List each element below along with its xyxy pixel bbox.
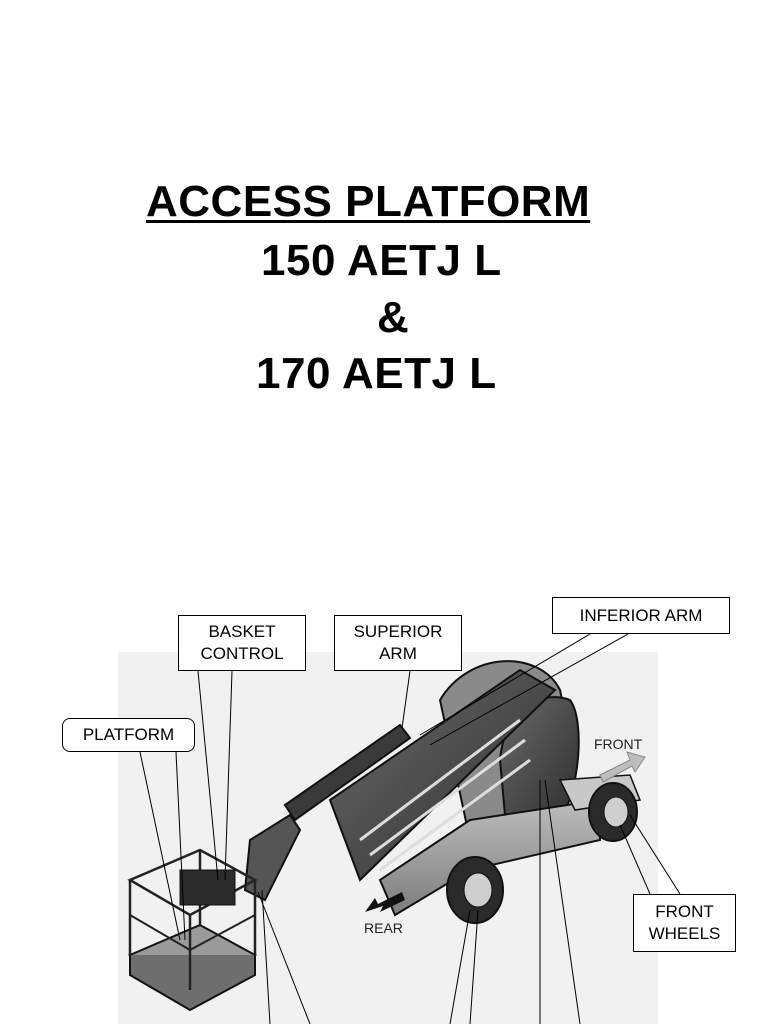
front-wheel [588,782,638,842]
leader-lines [139,633,681,1024]
basket [127,848,258,1012]
title-line-2: 150 AETJ L [261,236,502,285]
jib-arm [243,813,302,902]
label-rear: REAR [364,920,403,936]
label-inferior-arm: INFERIOR ARM [552,597,730,634]
rear-wheel [446,856,504,924]
title-line-3: & [377,293,410,342]
superior-arm [283,723,412,822]
machine-illustration [118,633,681,1024]
label-platform: PLATFORM [62,718,195,752]
label-front: FRONT [594,736,643,752]
title-line-4: 170 AETJ L [256,349,497,398]
chassis [378,798,601,917]
rear-arrow-icon [365,892,405,912]
front-arrow-icon [599,751,646,783]
title-line-1: ACCESS PLATFORM [146,177,591,226]
